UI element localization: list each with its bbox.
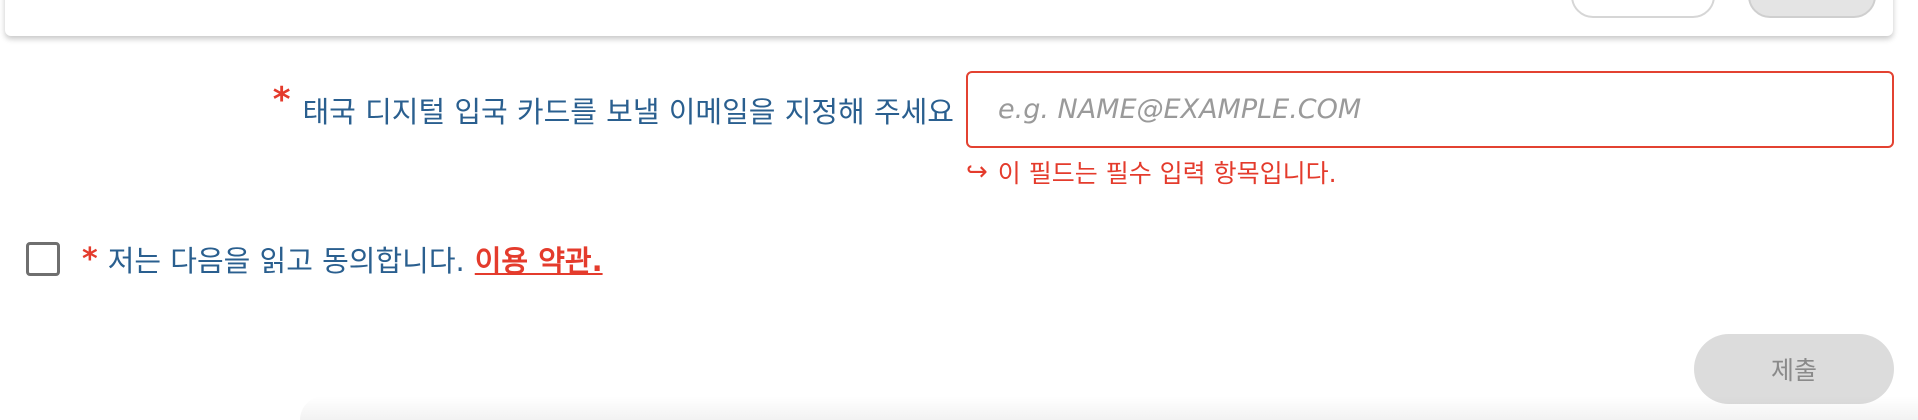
required-marker: * <box>82 241 98 277</box>
terms-agreement: * 저는 다음을 읽고 동의합니다. 이용 약관. <box>82 236 603 282</box>
return-arrow-icon: ↪ <box>966 157 988 187</box>
terms-of-use-link[interactable]: 이용 약관. <box>474 244 603 278</box>
terms-checkbox[interactable] <box>26 242 60 276</box>
submit-button[interactable]: 제출 <box>1694 334 1894 404</box>
email-error-message: ↪ 이 필드는 필수 입력 항목입니다. <box>966 154 1337 190</box>
email-input[interactable] <box>966 71 1894 148</box>
email-label-text: 태국 디지털 입국 카드를 보낼 이메일을 지정해 주세요 <box>302 95 955 129</box>
required-marker: * <box>272 80 291 120</box>
top-secondary-button[interactable] <box>1571 0 1715 18</box>
top-primary-button[interactable] <box>1748 0 1876 18</box>
terms-text: 저는 다음을 읽고 동의합니다. <box>107 244 465 278</box>
error-text: 이 필드는 필수 입력 항목입니다. <box>997 159 1337 188</box>
email-field-label: * 태국 디지털 입국 카드를 보낼 이메일을 지정해 주세요 <box>273 80 955 136</box>
page-footer-shadow <box>300 396 1918 420</box>
